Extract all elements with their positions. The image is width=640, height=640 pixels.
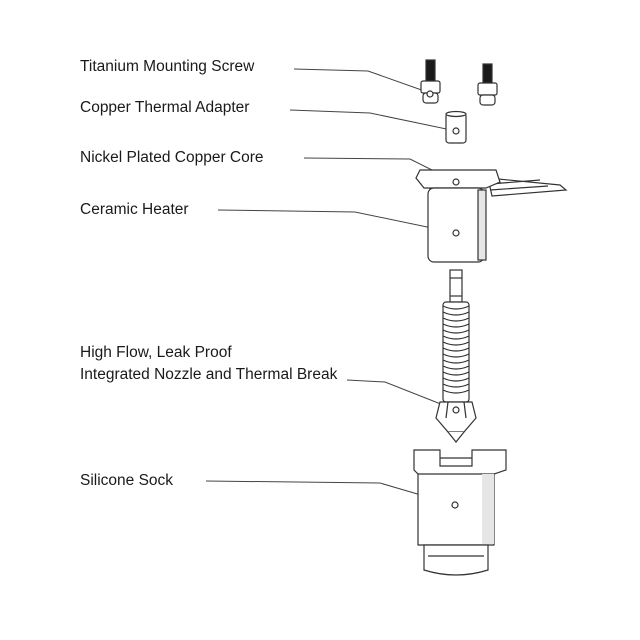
label-nozzle-line2: Integrated Nozzle and Thermal Break — [80, 366, 338, 383]
label-screw: Titanium Mounting Screw — [80, 58, 255, 75]
leader-adapter — [289, 109, 457, 132]
leader-heater — [217, 209, 457, 234]
nozzle-thermal-break — [435, 269, 477, 443]
label-adapter: Copper Thermal Adapter — [80, 99, 250, 116]
thermal-adapter — [445, 110, 467, 144]
silicone-sock — [413, 449, 507, 576]
label-heater: Ceramic Heater — [80, 201, 189, 218]
label-core: Nickel Plated Copper Core — [80, 149, 264, 166]
label-sock: Silicone Sock — [80, 472, 174, 489]
label-nozzle-line1: High Flow, Leak Proof — [80, 344, 232, 361]
mounting-screw-left — [420, 59, 441, 104]
leader-screw — [293, 68, 431, 94]
copper-core-heater — [415, 169, 568, 263]
leader-nozzle — [346, 379, 457, 411]
mounting-screw-right — [477, 63, 498, 106]
